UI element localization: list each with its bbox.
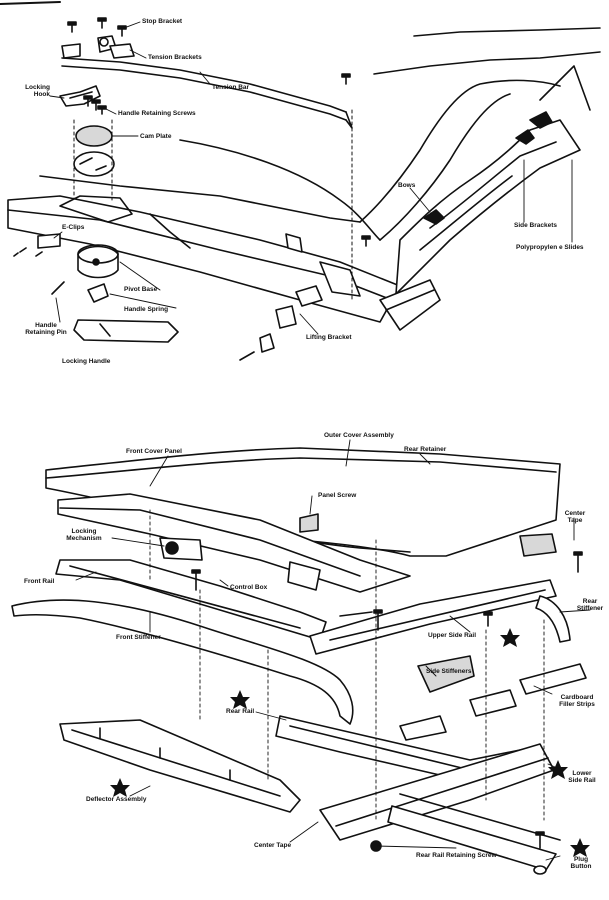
label-polypropylene-slides: Polypropylen e Slides bbox=[516, 244, 584, 251]
star-markers bbox=[110, 628, 590, 857]
label-front-cover-panel: Front Cover Panel bbox=[126, 448, 182, 455]
label-stop-bracket: Stop Bracket bbox=[142, 18, 183, 25]
deflector-assembly-part bbox=[59, 719, 301, 813]
label-cardboard-filler-strips: Cardboard Filler Strips bbox=[559, 694, 595, 708]
front-cover-frame bbox=[57, 493, 411, 593]
label-handle-retaining-screws: Handle Retaining Screws bbox=[118, 110, 196, 117]
screw-cluster bbox=[13, 17, 371, 257]
label-locking-mechanism: Locking Mechanism bbox=[66, 528, 102, 542]
label-plug-button: Plug Button bbox=[570, 856, 592, 870]
label-locking-hook: Locking Hook bbox=[25, 84, 50, 98]
label-front-rail: Front Rail bbox=[24, 578, 55, 585]
lower-side-rail-part bbox=[319, 743, 561, 871]
label-panel-screw: Panel Screw bbox=[318, 492, 357, 499]
polypropylene-slide-strip bbox=[379, 279, 441, 331]
rear-stiffener-part bbox=[535, 595, 571, 643]
label-side-stiffeners: Side Stiffeners bbox=[426, 668, 472, 675]
label-cam-plate: Cam Plate bbox=[140, 133, 172, 140]
leader-lines bbox=[49, 21, 591, 861]
label-upper-side-rail: Upper Side Rail bbox=[428, 632, 477, 639]
tension-bar bbox=[61, 57, 353, 129]
label-center-tape-top: Center Tape bbox=[564, 510, 586, 524]
handle-parts bbox=[37, 233, 179, 343]
bow-wires bbox=[39, 27, 601, 241]
label-tension-bar: Tension Bar bbox=[212, 84, 250, 91]
label-lower-side-rail: Lower Side Rail bbox=[568, 770, 596, 784]
label-handle-retaining-pin: Handle Retaining Pin bbox=[25, 322, 67, 336]
label-handle-spring: Handle Spring bbox=[124, 306, 169, 313]
front-rail-top bbox=[7, 195, 401, 323]
label-rear-stiffener: Rear Stiffener bbox=[576, 598, 604, 612]
label-e-clips: E-Clips bbox=[62, 224, 85, 231]
upper-side-rail-part bbox=[309, 579, 557, 655]
label-locking-handle: Locking Handle bbox=[62, 358, 111, 365]
label-tension-brackets: Tension Brackets bbox=[148, 54, 202, 61]
side-stiffener-part bbox=[417, 655, 475, 693]
label-lifting-bracket: Lifting Bracket bbox=[306, 334, 352, 341]
front-rail-part bbox=[55, 559, 373, 641]
label-side-brackets: Side Brackets bbox=[514, 222, 557, 229]
label-outer-cover-assembly: Outer Cover Assembly bbox=[324, 432, 394, 439]
label-rear-rail-retaining-screw: Rear Rail Retaining Screw bbox=[416, 852, 497, 859]
label-pivot-base: Pivot Base bbox=[124, 286, 158, 293]
label-deflector-assembly: Deflector Assembly bbox=[86, 796, 147, 803]
label-bows: Bows bbox=[398, 182, 416, 189]
cardboard-filler-strips bbox=[399, 663, 587, 741]
front-stiffener-part bbox=[11, 599, 354, 725]
label-rear-rail: Rear Rail bbox=[226, 708, 255, 715]
folded-fabric bbox=[395, 65, 591, 295]
label-rear-retainer: Rear Retainer bbox=[404, 446, 447, 453]
center-tape-top-part bbox=[519, 533, 583, 573]
lifting-bracket-part bbox=[239, 109, 353, 361]
label-control-box: Control Box bbox=[230, 584, 268, 591]
alignment-lines bbox=[149, 509, 545, 821]
page-edge bbox=[0, 1, 61, 5]
label-center-tape-bottom: Center Tape bbox=[254, 842, 292, 849]
tension-bracket-parts bbox=[61, 35, 135, 59]
cam-plate-part bbox=[73, 119, 115, 201]
label-front-stiffener: Front Stiffener bbox=[116, 634, 161, 641]
locking-hook-part bbox=[59, 85, 101, 107]
